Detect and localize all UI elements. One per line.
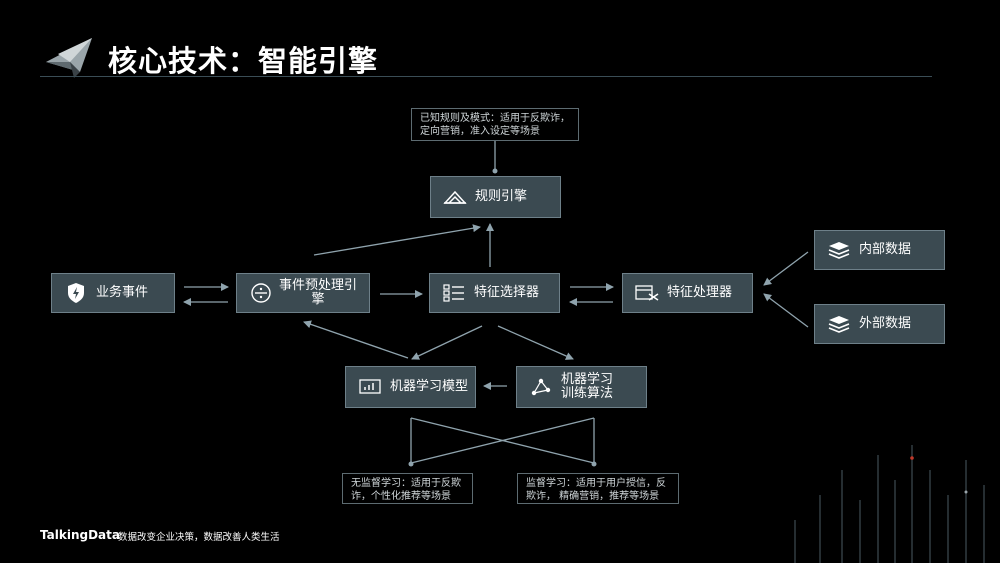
event-preprocess-label-line2: 擎 [311,292,325,307]
window-tools-icon [633,281,661,305]
rules-note-line1: 已知规则及模式：适用于反欺诈， [420,113,570,124]
event-preprocess-node: 事件预处理引 擎 [236,273,370,313]
rules-note-line2: 定向营销，准入设定等场景 [420,126,540,137]
feature-selector-label: 特征选择器 [474,285,540,300]
unsupervised-note-line2: 诈，个性化推荐等场景 [351,491,451,502]
internal-data-label: 内部数据 [859,242,912,257]
ml-model-node: 机器学习模型 [345,366,476,408]
supervised-dot [591,461,597,467]
arrow-selector-to-model [411,325,483,360]
unsupervised-note-line1: 无监督学习：适用于反欺 [351,478,461,489]
page-title: 核心技术：智能引擎 [108,44,379,78]
internal-data-node: 内部数据 [814,230,945,270]
footer-logo: TalkingData [40,528,120,542]
network-nodes-icon [527,375,555,399]
ml-training-label-line2: 训练算法 [561,386,614,401]
checklist-icon [440,281,468,305]
business-event-label: 业务事件 [96,285,149,300]
feature-selector-node: 特征选择器 [429,273,560,313]
arrow-selector-to-training [497,325,574,360]
supervised-note-line1: 监督学习：适用于用户授信，反 [526,478,666,489]
ml-training-label-line1: 机器学习 [561,372,614,387]
shield-bolt-icon [62,281,90,305]
external-data-node: 外部数据 [814,304,945,344]
external-data-label: 外部数据 [859,316,912,331]
rules-note-dot [492,168,498,174]
ml-training-label: 机器学习 训练算法 [555,373,646,401]
footer-slogan: 数据改变企业决策，数据改善人类生活 [118,532,280,543]
supervised-note: 监督学习：适用于用户授信，反 欺诈， 精确营销，推荐等场景 [517,473,679,504]
arrow-external-to-processor [763,293,809,328]
supervised-note-line2: 欺诈， 精确营销，推荐等场景 [526,491,660,502]
layers-icon [825,238,853,262]
business-event-node: 业务事件 [51,273,175,313]
arrow-internal-to-processor [763,251,809,286]
arrow-model-to-preprocess [303,320,409,359]
rules-note: 已知规则及模式：适用于反欺诈， 定向营销，准入设定等场景 [411,108,579,141]
feature-processor-node: 特征处理器 [622,273,753,313]
rule-engine-node: 规则引擎 [430,176,561,218]
circle-divide-icon [247,281,275,305]
event-preprocess-label-line1: 事件预处理引 [278,278,357,293]
arrow-preprocess-to-rule-engine [313,224,481,256]
unsupervised-note: 无监督学习：适用于反欺 诈，个性化推荐等场景 [342,473,473,504]
event-preprocess-label: 事件预处理引 擎 [275,279,369,307]
cross-line-diag-2 [410,417,595,464]
unsupervised-dot [408,461,414,467]
feature-processor-label: 特征处理器 [667,285,733,300]
rule-engine-label: 规则引擎 [475,189,528,204]
tent-icon [441,185,469,209]
monitor-chart-icon [356,375,384,399]
layers-icon [825,312,853,336]
ml-model-label: 机器学习模型 [390,379,469,394]
ml-training-node: 机器学习 训练算法 [516,366,647,408]
title-divider [40,76,932,77]
